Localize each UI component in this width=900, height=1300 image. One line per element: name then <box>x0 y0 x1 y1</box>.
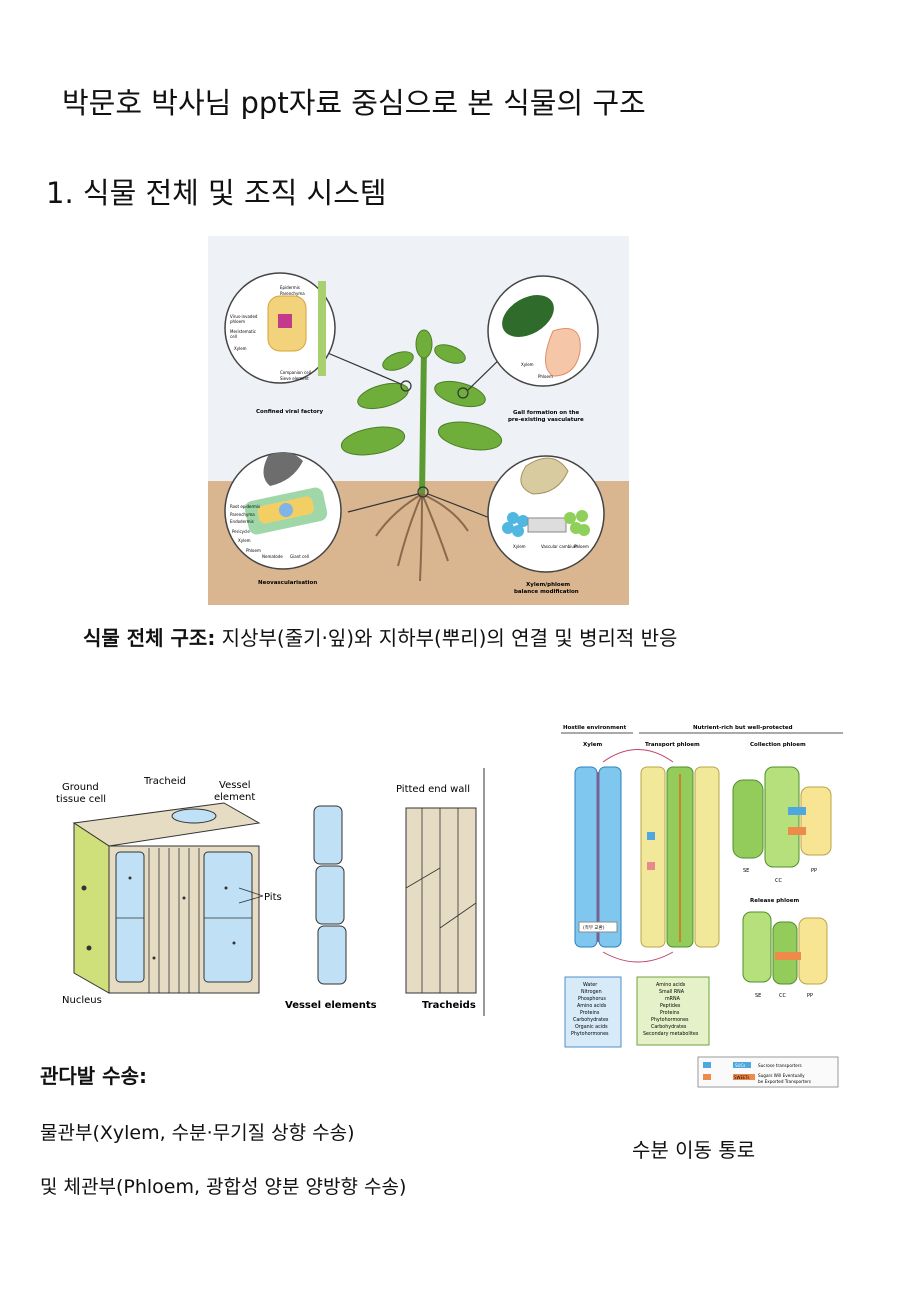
svg-text:SE: SE <box>755 993 761 999</box>
xylem-contents-box: Water Nitrogen Phosphorus Amino acids Pr… <box>564 976 622 1048</box>
svg-text:Proteins: Proteins <box>660 1010 680 1016</box>
svg-text:Sucrose transporters: Sucrose transporters <box>758 1063 802 1068</box>
collection-phloem-cells: SE CC PP <box>732 766 832 884</box>
svg-text:Vascular cambium: Vascular cambium <box>541 544 578 549</box>
xylem-column: (측부 교환) <box>574 766 622 948</box>
phloem-contents-box: Amino acids Small RNA mRNA Peptides Prot… <box>636 976 710 1046</box>
svg-text:Tracheids: Tracheids <box>422 1000 476 1011</box>
svg-text:Small RNA: Small RNA <box>659 989 685 995</box>
svg-text:Pitted end wall: Pitted end wall <box>396 784 470 795</box>
svg-text:balance modification: balance modification <box>514 589 579 595</box>
svg-text:CC: CC <box>775 878 782 884</box>
svg-text:Nutrient-rich but well-protect: Nutrient-rich but well-protected <box>693 725 793 731</box>
svg-text:Xylem: Xylem <box>234 346 247 351</box>
svg-text:Phloem: Phloem <box>538 374 553 379</box>
svg-text:Parenchyma: Parenchyma <box>230 512 255 517</box>
svg-text:Organic acids: Organic acids <box>575 1024 608 1030</box>
svg-text:Peptides: Peptides <box>660 1003 681 1009</box>
svg-text:Neovascularisation: Neovascularisation <box>258 580 317 586</box>
svg-text:Phytohormones: Phytohormones <box>571 1031 609 1037</box>
svg-text:Endodermis: Endodermis <box>230 519 254 524</box>
svg-text:Amino acids: Amino acids <box>656 982 686 988</box>
svg-text:Ground: Ground <box>62 782 99 793</box>
svg-text:Xylem: Xylem <box>238 538 251 543</box>
svg-text:Sieve element: Sieve element <box>280 376 309 381</box>
svg-text:PP: PP <box>811 868 817 874</box>
svg-text:Nucleus: Nucleus <box>62 995 102 1006</box>
svg-text:Parenchyma: Parenchyma <box>280 291 305 296</box>
svg-text:Vessel elements: Vessel elements <box>285 1000 377 1011</box>
svg-text:Carbohydrates: Carbohydrates <box>651 1024 687 1030</box>
transport-phloem-column <box>640 766 720 948</box>
callout-neovascularisation: Root epidermis Parenchyma Endodermis Per… <box>224 452 342 586</box>
water-flow-caption: 수분 이동 통로 <box>632 1138 756 1162</box>
xylem-description: 물관부(Xylem, 수분·무기질 상향 수송) <box>40 1122 355 1144</box>
svg-text:Pits: Pits <box>264 892 282 903</box>
document-title: 박문호 박사님 ppt자료 중심으로 본 식물의 구조 <box>62 86 646 120</box>
svg-text:element: element <box>214 792 255 803</box>
svg-text:Tracheid: Tracheid <box>143 776 186 787</box>
svg-text:Giant cell: Giant cell <box>290 554 309 559</box>
callout-xylem-phloem-balance: Xylem Vascular cambium Phloem Xylem/phlo… <box>487 455 605 595</box>
svg-text:Phloem: Phloem <box>246 548 261 553</box>
callout-gall-formation: Xylem Phloem Gall formation on the pre-e… <box>487 275 599 423</box>
svg-text:Phloem: Phloem <box>574 544 589 549</box>
svg-text:Confined viral factory: Confined viral factory <box>256 409 323 415</box>
whole-plant-figure: Epidermis Parenchyma Virus-invaded phloe… <box>208 236 629 605</box>
caption-body: 지상부(줄기·잎)와 지하부(뿌리)의 연결 및 병리적 반응 <box>215 626 678 650</box>
svg-text:Secondary metabolites: Secondary metabolites <box>643 1031 699 1037</box>
plant-structure-caption: 식물 전체 구조: 지상부(줄기·잎)와 지하부(뿌리)의 연결 및 병리적 반… <box>83 622 677 651</box>
svg-text:Carbohydrates: Carbohydrates <box>573 1017 609 1023</box>
svg-text:Transport phloem: Transport phloem <box>645 742 700 748</box>
svg-text:cell: cell <box>230 334 237 339</box>
svg-text:Gall formation on the: Gall formation on the <box>513 410 580 416</box>
transport-legend: SUCs Sucrose transporters SWEETs Sugars … <box>697 1056 839 1088</box>
svg-text:Proteins: Proteins <box>580 1010 600 1016</box>
svg-text:Release phloem: Release phloem <box>750 898 799 904</box>
svg-text:mRNA: mRNA <box>665 996 681 1002</box>
svg-text:Pericycle: Pericycle <box>232 529 250 534</box>
svg-text:tissue cell: tissue cell <box>56 794 106 805</box>
phloem-description: 및 체관부(Phloem, 광합성 양분 양방향 수송) <box>40 1176 407 1198</box>
svg-text:Collection phloem: Collection phloem <box>750 742 806 748</box>
callout-confined-viral-factory: Epidermis Parenchyma Virus-invaded phloe… <box>224 272 336 415</box>
vessel-elements-illustration <box>313 805 347 985</box>
svg-text:Water: Water <box>583 982 597 988</box>
release-phloem-cells: SE CC PP <box>742 911 828 999</box>
transport-pathway-figure: Hostile environment Nutrient-rich but we… <box>553 712 849 1092</box>
svg-text:Vessel: Vessel <box>219 780 251 791</box>
svg-text:Nematode: Nematode <box>262 554 283 559</box>
vascular-transport-title: 관다발 수송: <box>40 1064 147 1088</box>
svg-text:SE: SE <box>743 868 749 874</box>
svg-text:Sugars Will Eventually: Sugars Will Eventually <box>758 1073 805 1078</box>
svg-text:Xylem: Xylem <box>513 544 526 549</box>
svg-text:Meristematic: Meristematic <box>230 329 256 334</box>
svg-text:Xylem: Xylem <box>583 742 602 748</box>
svg-text:pre-existing vasculature: pre-existing vasculature <box>508 417 584 423</box>
svg-text:phloem: phloem <box>230 319 245 324</box>
svg-text:Hostile environment: Hostile environment <box>563 725 627 731</box>
vascular-tissue-figure: Ground tissue cell Tracheid Vessel eleme… <box>44 768 486 1016</box>
tracheids-illustration <box>405 807 477 994</box>
svg-text:Xylem: Xylem <box>521 362 534 367</box>
svg-text:Nitrogen: Nitrogen <box>581 989 602 995</box>
svg-text:Root epidermis: Root epidermis <box>230 504 260 509</box>
svg-text:SUCs: SUCs <box>735 1063 745 1068</box>
xylem-block-illustration <box>72 802 261 994</box>
svg-text:Amino acids: Amino acids <box>577 1003 607 1009</box>
caption-bold-label: 식물 전체 구조: <box>83 626 216 650</box>
svg-text:Phosphorus: Phosphorus <box>578 996 606 1002</box>
svg-text:Phytohormones: Phytohormones <box>651 1017 689 1023</box>
svg-text:Companion cell: Companion cell <box>280 370 311 375</box>
svg-text:be Exported Transporters: be Exported Transporters <box>758 1079 811 1084</box>
svg-text:CC: CC <box>779 993 786 999</box>
svg-text:(측부 교환): (측부 교환) <box>583 924 605 931</box>
svg-text:Xylem/phloem: Xylem/phloem <box>526 582 570 588</box>
svg-text:PP: PP <box>807 993 813 999</box>
svg-text:Epidermis: Epidermis <box>280 285 300 290</box>
svg-text:Virus-invaded: Virus-invaded <box>230 314 258 319</box>
section-heading: 1. 식물 전체 및 조직 시스템 <box>46 176 387 210</box>
svg-text:SWEETs: SWEETs <box>734 1075 749 1080</box>
